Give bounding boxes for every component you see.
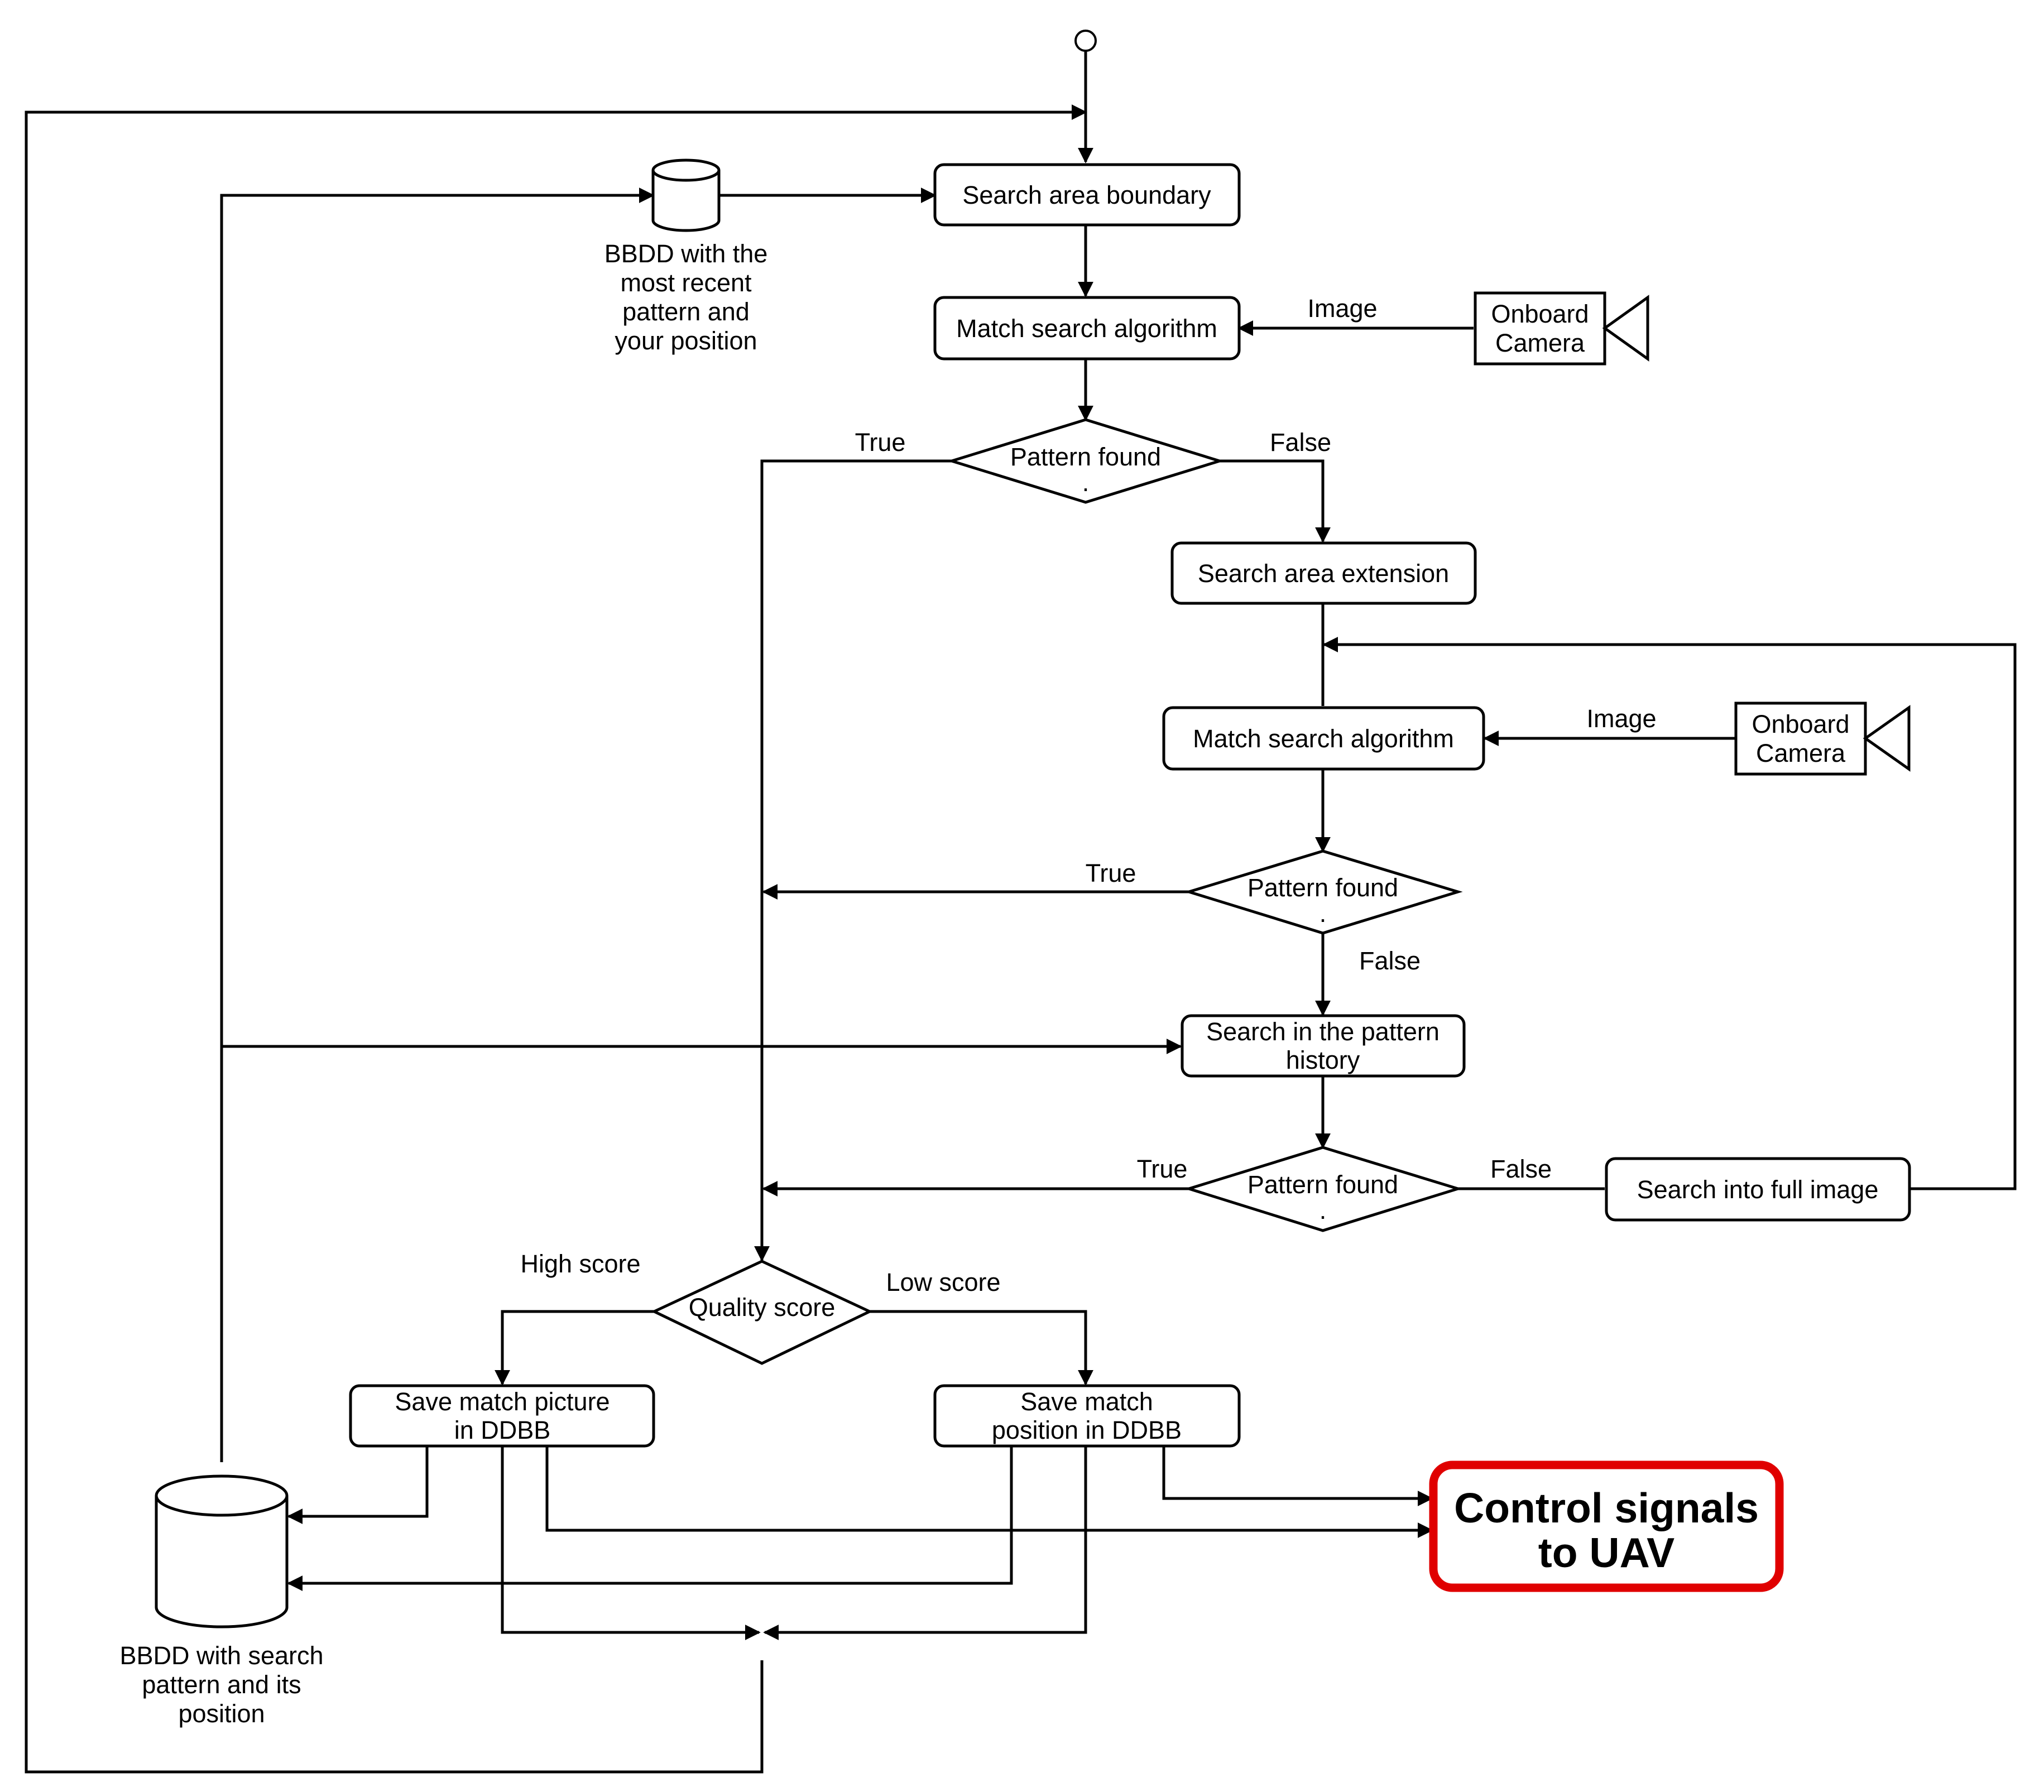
edge-savepos-to-control [1162,1447,1433,1506]
edge-savepic-to-merge [501,1447,761,1640]
match-search-label-2: Match search algorithm [1193,724,1454,753]
pattern-found-dot-1: . [1082,468,1090,497]
camera-2-label-line2: Camera [1756,739,1846,767]
edge-label-false-2: False [1359,947,1421,975]
pattern-found-dot-3: . [1320,1196,1327,1224]
quality-score-label: Quality score [689,1293,836,1322]
pattern-found-label-2: Pattern found [1247,873,1398,902]
onboard-camera-2: Onboard Camera [1734,702,1911,776]
search-full-image-box: Search into full image [1605,1157,1911,1222]
save-position-box: Save match position in DDBB [933,1384,1241,1448]
pattern-found-diamond-1: Pattern found . [947,418,1225,504]
save-position-label-line1: Save match [1020,1387,1153,1416]
edge-label-image-1: Image [1307,294,1377,323]
save-picture-box: Save match picture in DDBB [349,1384,655,1448]
match-search-label-1: Match search algorithm [956,314,1217,343]
search-history-box: Search in the pattern history [1181,1014,1466,1078]
database-bottom-label-2: pattern and its [142,1670,301,1699]
database-top-icon [651,158,721,232]
pattern-found-label-3: Pattern found [1247,1170,1398,1199]
edges [25,50,2017,1774]
edge-return-loop [25,104,1087,1774]
control-signals-label-line2: to UAV [1538,1529,1674,1576]
edge-pattern1-false [1220,459,1331,543]
edge-savepos-to-db [287,1447,1013,1591]
database-top-label-3: pattern and [622,297,750,326]
pattern-found-diamond-2: Pattern found . [1184,849,1463,935]
edge-savepic-to-db [287,1447,429,1524]
edge-label-true-2: True [1086,859,1136,887]
camera-1-label-line2: Camera [1495,329,1585,357]
control-signals-box: Control signals to UAV [1429,1460,1784,1592]
edge-savepos-to-merge [763,1447,1087,1640]
edge-label-true-1: True [855,428,906,457]
database-top-label-2: most recent [620,268,752,297]
search-history-label-line2: history [1286,1046,1360,1074]
onboard-camera-1: Onboard Camera [1474,291,1649,366]
match-search-box-1: Match search algorithm [933,296,1241,361]
pattern-found-label-1: Pattern found [1010,443,1161,471]
edge-label-high-score: High score [520,1250,640,1278]
match-search-box-2: Match search algorithm [1162,706,1485,771]
edge-label-image-2: Image [1586,704,1656,733]
search-full-image-label: Search into full image [1637,1175,1879,1204]
edge-fullimage-loop [1322,637,2017,1190]
edge-db-bottom-up [220,188,655,1462]
database-bottom-icon [155,1474,289,1628]
database-top-label-4: your position [615,326,757,355]
edge-label-false-3: False [1490,1155,1552,1183]
edge-pattern1-true [754,459,952,1262]
edge-quality-high [495,1310,654,1386]
search-history-label-line1: Search in the pattern [1206,1017,1440,1046]
start-node [1074,30,1097,52]
save-picture-label-line2: in DDBB [454,1416,551,1444]
camera-2-label-line1: Onboard [1752,710,1849,738]
control-signals-label-line1: Control signals [1454,1484,1759,1531]
save-position-label-line2: position in DDBB [992,1416,1182,1444]
edge-savepic-to-control [545,1447,1433,1538]
search-area-boundary-label: Search area boundary [962,181,1211,209]
edge-label-false-1: False [1270,428,1331,457]
database-bottom-label-3: position [178,1699,265,1728]
camera-1-label-line1: Onboard [1491,300,1589,328]
pattern-found-dot-2: . [1320,899,1327,928]
save-picture-label-line1: Save match picture [395,1387,610,1416]
search-area-boundary-box: Search area boundary [933,163,1241,227]
database-top-label-1: BBDD with the [604,239,768,268]
edge-label-true-3: True [1137,1155,1188,1183]
edge-label-low-score: Low score [886,1268,1000,1296]
search-area-extension-box: Search area extension [1170,541,1477,605]
quality-score-diamond: Quality score [651,1260,873,1365]
search-area-extension-label: Search area extension [1198,559,1449,588]
pattern-found-diamond-3: Pattern found . [1184,1146,1463,1232]
edge-quality-low [870,1310,1093,1386]
database-bottom-label-1: BBDD with search [119,1641,323,1670]
